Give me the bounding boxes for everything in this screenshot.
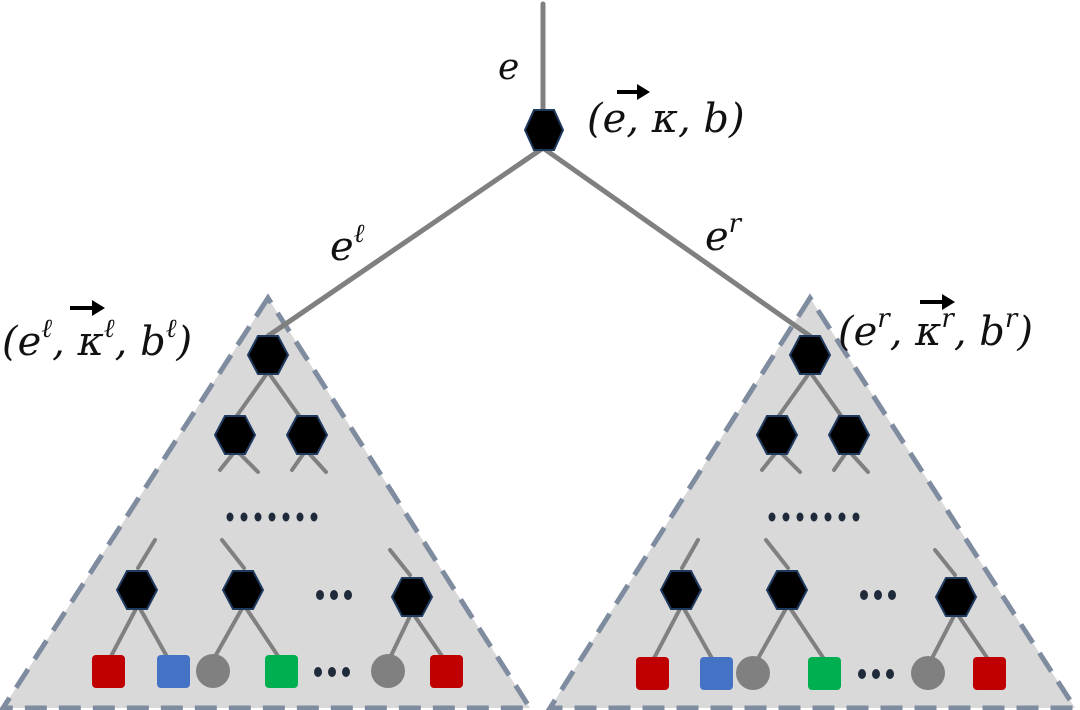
right-bottom-node-c	[934, 577, 978, 617]
left-bottom-node-c	[390, 577, 434, 617]
main-edges	[265, 1, 813, 339]
left-leaf-red-2	[430, 655, 463, 688]
right-leaf-red-1	[636, 657, 669, 690]
left-subtree	[92, 335, 463, 688]
left-leaf-red-1	[92, 655, 125, 688]
left-leaf-blue	[157, 655, 190, 688]
right-horizontal-ellipsis-1	[860, 590, 896, 600]
right-leaf-blue	[700, 657, 733, 690]
right-bottom-node-a	[659, 570, 703, 610]
right-leaf-red-2	[973, 657, 1006, 690]
left-level2-node-a	[213, 415, 257, 455]
left-horizontal-ellipsis-2	[314, 667, 350, 677]
right-tuple-label: (er, κr, br)	[838, 304, 1033, 355]
left-leaf-gray-2	[371, 654, 405, 688]
left-bottom-node-a	[115, 570, 159, 610]
root-node	[523, 109, 565, 151]
left-edge	[265, 145, 546, 339]
right-level2-node-b	[827, 415, 871, 455]
right-level2-node-a	[755, 415, 799, 455]
right-leaf-gray-2	[911, 656, 945, 690]
right-subtree-root-node	[788, 335, 832, 375]
left-horizontal-ellipsis-1	[316, 590, 352, 600]
left-bottom-node-b	[221, 570, 265, 610]
left-tuple-label: (eℓ, κℓ, bℓ)	[2, 314, 192, 365]
left-edge-label: eℓ	[330, 219, 365, 270]
right-horizontal-ellipsis-2	[858, 669, 894, 679]
left-subtree-root-node	[246, 335, 290, 375]
root-edge-label: e	[498, 47, 519, 88]
left-vertical-ellipsis	[226, 512, 318, 522]
right-leaf-gray-1	[736, 656, 770, 690]
left-level2-node-b	[285, 415, 329, 455]
left-leaf-gray-1	[196, 654, 230, 688]
right-bottom-node-b	[765, 570, 809, 610]
right-subtree	[636, 335, 1006, 690]
right-edge	[540, 145, 813, 339]
right-edge-label: er	[705, 209, 743, 260]
left-leaf-green	[265, 655, 298, 688]
kappa-vector-arrows	[70, 84, 955, 316]
right-leaf-green	[808, 657, 841, 690]
right-vertical-ellipsis	[768, 512, 860, 522]
root-tuple-label: (e, κ, b)	[587, 96, 745, 142]
